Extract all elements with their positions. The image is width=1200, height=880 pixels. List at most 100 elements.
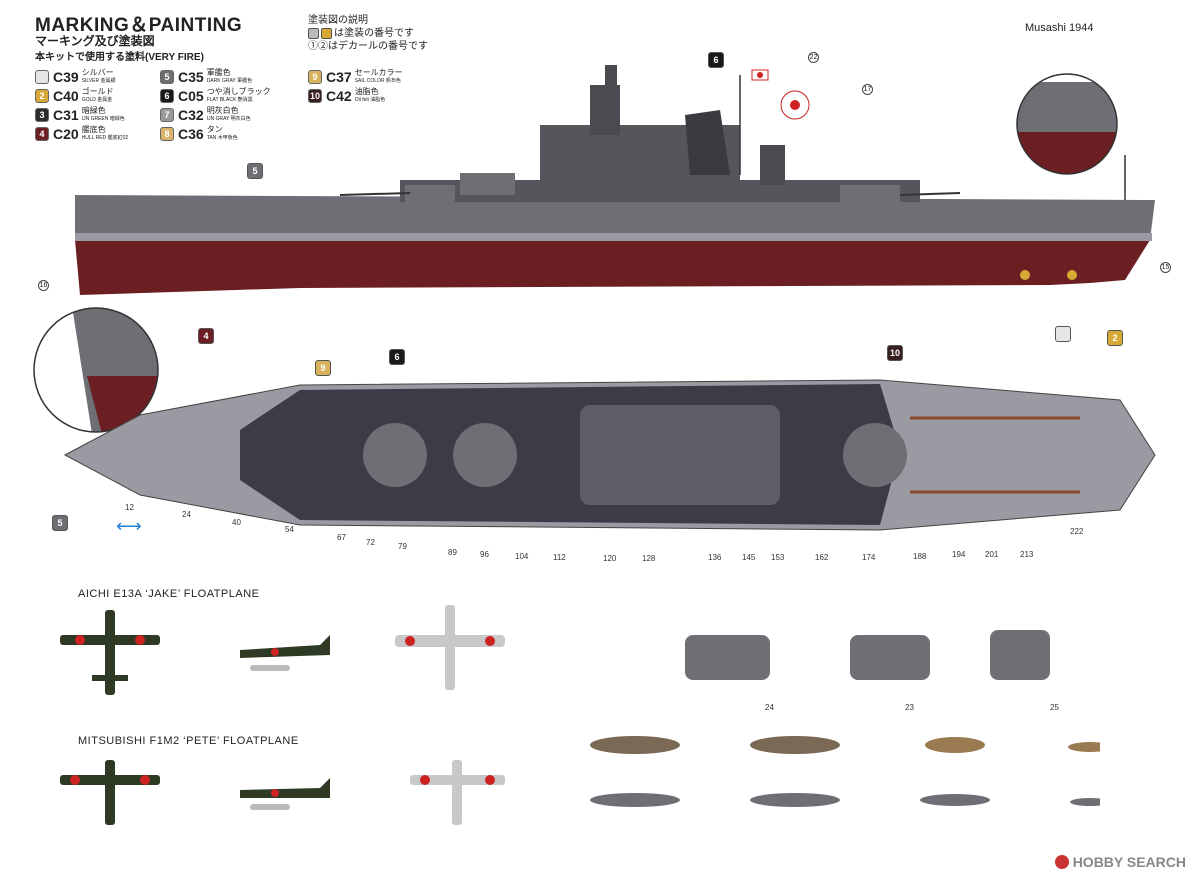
bow-detail-circle	[33, 307, 159, 433]
paint-code: C05	[178, 88, 204, 104]
color-swatch-icon: 2	[35, 89, 49, 103]
pete-top-view	[60, 760, 160, 825]
color-swatch-icon: 3	[35, 108, 49, 122]
hull-red-area	[75, 240, 1150, 295]
pete-bottom-view	[410, 760, 505, 825]
callout-6: 6	[708, 52, 724, 68]
page-title: MARKING＆PAINTING	[35, 15, 243, 36]
turret-num: 23	[905, 703, 914, 712]
ship-name: Musashi 1944	[1025, 22, 1094, 34]
bridge-tower	[590, 85, 620, 135]
paint-code: C20	[53, 126, 79, 142]
paint-code: C36	[178, 126, 204, 142]
central-superstructure	[580, 405, 780, 505]
frame-number: 54	[285, 525, 294, 534]
color-swatch-icon	[35, 70, 49, 84]
ship-top-view	[63, 379, 1156, 531]
frame-number: 162	[815, 553, 829, 562]
callout-silver	[1055, 326, 1071, 342]
logo-icon	[1054, 855, 1069, 869]
rear-tower	[760, 145, 785, 185]
paint-code: C42	[326, 88, 352, 104]
boat-side	[590, 793, 680, 807]
swatch-icon	[321, 28, 332, 39]
boat-side	[1070, 798, 1100, 806]
boat-top	[750, 736, 840, 754]
decal-15: 15	[1160, 262, 1171, 273]
paint-code: C31	[53, 107, 79, 123]
boat-top	[1068, 742, 1100, 752]
boat-side	[750, 793, 840, 807]
explanation-line2: ①②はデカールの番号です	[308, 41, 428, 52]
frame-number: 24	[182, 510, 191, 519]
color-swatch-icon: 5	[160, 70, 174, 84]
turret-1	[405, 185, 455, 203]
color-swatch-icon: 10	[308, 89, 322, 103]
frame-number: 128	[642, 554, 656, 563]
jake-top-view	[60, 610, 160, 695]
frame-number: 145	[742, 553, 756, 562]
callout-2: 2	[1107, 330, 1123, 346]
frame-number: 174	[862, 553, 876, 562]
paint-code: C39	[53, 69, 79, 85]
frame-number: 104	[515, 552, 529, 561]
paint-note: 本キットで使用する塗料(VERY FIRE)	[35, 52, 204, 63]
paint-code: C35	[178, 69, 204, 85]
turret-top-3	[843, 423, 907, 487]
frame-number: 112	[553, 553, 566, 562]
frame-number: 72	[366, 538, 375, 547]
frame-number: 79	[398, 542, 407, 551]
propeller-icon	[1067, 270, 1077, 280]
frame-number: 136	[708, 553, 722, 562]
color-swatch-icon: 9	[308, 70, 322, 84]
callout-6b: 6	[389, 349, 405, 365]
turret-3	[840, 185, 900, 203]
boat-side	[920, 794, 990, 806]
ship-side-view	[75, 65, 1155, 295]
boat-top	[925, 737, 985, 753]
frame-number: 222	[1070, 527, 1084, 536]
paint-code: C40	[53, 88, 79, 104]
turret-part	[990, 630, 1050, 680]
callout-9: 9	[315, 360, 331, 376]
jake-side-view	[240, 635, 330, 671]
propeller-icon	[1020, 270, 1030, 280]
page-subtitle: マーキング及び塗装図	[35, 34, 155, 48]
frame-number: 213	[1020, 550, 1034, 559]
paint-code: C32	[178, 107, 204, 123]
frame-number: 120	[603, 554, 617, 563]
gun-barrel	[339, 192, 411, 196]
superstructure-base	[400, 180, 920, 202]
color-swatch-icon: 6	[160, 89, 174, 103]
boot-topping	[75, 233, 1152, 241]
color-swatch-icon: 7	[160, 108, 174, 122]
decal-22: 22	[808, 52, 819, 63]
frame-number: 194	[952, 550, 966, 559]
callout-5b: 5	[52, 515, 68, 531]
frame-number: 67	[337, 533, 346, 542]
frame-number: 201	[985, 550, 999, 559]
callout-10: 10	[887, 345, 903, 361]
turret-top-2	[453, 423, 517, 487]
callout-4: 4	[198, 328, 214, 344]
naval-ensign-sun	[790, 100, 800, 110]
jake-title: AICHI E13A ‘JAKE’ FLOATPLANE	[78, 588, 260, 600]
turret-num: 25	[1050, 703, 1059, 712]
stern-detail-circle	[1016, 73, 1118, 175]
decal-17: 17	[862, 84, 873, 95]
